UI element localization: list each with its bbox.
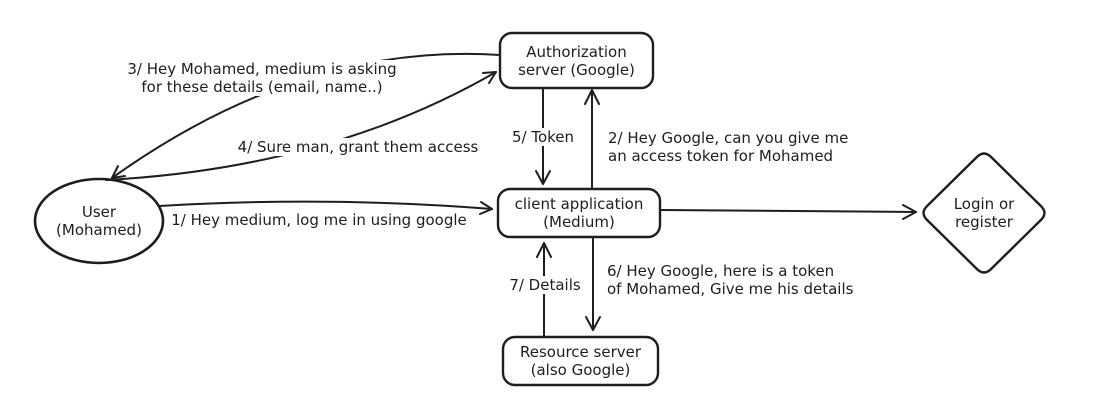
user-node-label-line2: (Mohamed) <box>56 221 142 239</box>
resource-server-node-label-line2: (also Google) <box>530 361 631 379</box>
resource-server-node: Resource server (also Google) <box>503 337 658 385</box>
edge-7-arrowhead-icon <box>536 242 552 258</box>
user-node-label-line1: User <box>81 203 117 221</box>
edge-3-label: 3/ Hey Mohamed, medium is asking for the… <box>125 60 399 96</box>
resource-server-node-label-line1: Resource server <box>519 343 642 361</box>
user-node-shape <box>33 177 165 265</box>
auth-server-node-label-line1: Authorization <box>526 42 627 61</box>
edge-5-arrowhead-icon <box>535 170 551 185</box>
resource-server-node-shape <box>501 335 660 387</box>
edge-4-arrowhead-icon <box>482 71 497 84</box>
auth-server-node-shape <box>498 31 655 90</box>
edge-2-label-line2: an access token for Mohamed <box>608 147 834 165</box>
edge-6-label-line2: of Mohamed, Give me his details <box>607 280 854 298</box>
login-register-node-label-line2: register <box>955 213 1013 231</box>
edge-2-arrowhead-icon <box>584 89 600 105</box>
edge-7-label: 7/ Details <box>507 276 583 294</box>
edge-2-label: 2/ Hey Google, can you give me an access… <box>606 129 851 165</box>
edge-1-label: 1/ Hey medium, log me in using google <box>169 211 469 229</box>
login-register-node-shape <box>922 152 1046 274</box>
client-app-node-label-line1: client application <box>514 195 644 213</box>
edge-6-label-line1: 6/ Hey Google, here is a token <box>607 262 835 280</box>
edge-6-arrowhead-icon <box>585 316 601 331</box>
auth-server-node: Authorization server (Google) <box>500 33 653 88</box>
edge-6-label: 6/ Hey Google, here is a token of Mohame… <box>605 262 856 298</box>
edge-1-arrowhead-icon <box>479 201 493 215</box>
client-app-node: client application (Medium) <box>498 189 660 237</box>
edge-client-to-login-arrowhead-icon <box>902 204 917 220</box>
edge-3-label-line1: 3/ Hey Mohamed, medium is asking <box>127 60 397 78</box>
edge-3-label-line2: for these details (email, name..) <box>141 78 383 96</box>
client-app-node-label-line2: (Medium) <box>543 213 615 231</box>
edge-3-arrowhead-icon <box>111 165 126 179</box>
client-app-node-shape <box>496 187 662 239</box>
login-register-node-label-line1: Login or <box>953 195 1015 213</box>
edge-client-to-login-line <box>659 209 917 213</box>
edge-5-label: 5/ Token <box>509 128 577 146</box>
edge-2-label-line1: 2/ Hey Google, can you give me <box>608 129 849 147</box>
login-register-node: Login or register <box>920 153 1048 273</box>
edge-4-label: 4/ Sure man, grant them access <box>235 138 481 156</box>
user-node: User (Mohamed) <box>35 179 163 263</box>
auth-server-node-label-line2: server (Google) <box>518 60 635 79</box>
edge-1-line <box>158 200 493 210</box>
